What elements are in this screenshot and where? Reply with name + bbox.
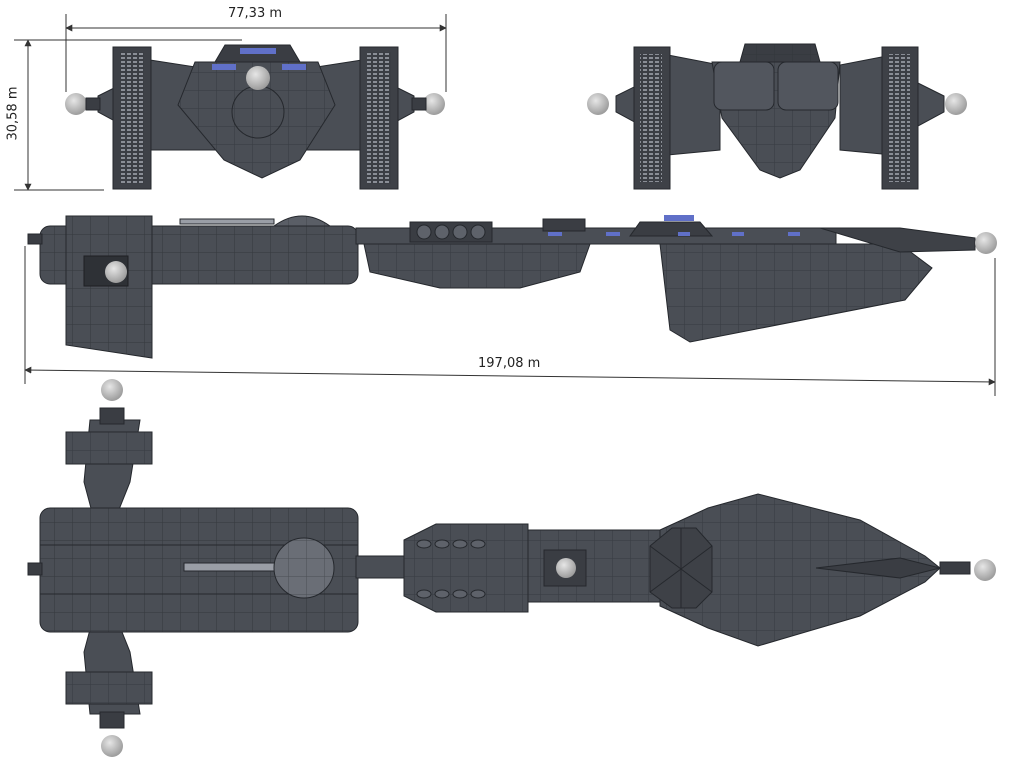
top-mid-sphere <box>556 558 576 578</box>
top-wing-upper-sphere <box>101 379 123 401</box>
top-nose-sphere <box>974 559 996 581</box>
front-center-sphere <box>246 66 270 90</box>
length-dimension-line <box>24 366 996 386</box>
top-wing-lower-sphere <box>101 735 123 757</box>
rear-left-sphere <box>587 93 609 115</box>
rear-view <box>587 43 967 190</box>
side-engine-sphere <box>105 261 127 283</box>
side-nose-sphere <box>975 232 997 254</box>
front-right-sphere <box>423 93 445 115</box>
dimension-lines <box>14 14 996 396</box>
height-dimension-label: 30,58 m <box>5 86 21 141</box>
top-view <box>27 379 996 757</box>
front-left-sphere <box>65 93 87 115</box>
rear-right-sphere <box>945 93 967 115</box>
side-view <box>27 215 997 359</box>
width-dimension-label: 77,33 m <box>228 6 283 21</box>
length-dimension-label: 197,08 m <box>478 356 541 371</box>
front-view <box>65 44 445 190</box>
